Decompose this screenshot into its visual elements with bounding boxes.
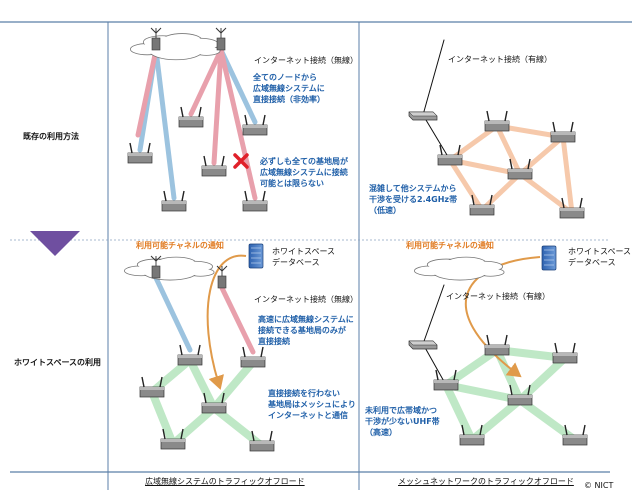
base-station-icon bbox=[161, 190, 187, 212]
mesh-link-slow bbox=[479, 171, 523, 213]
mesh-link-fast bbox=[210, 404, 266, 450]
column-title-right: メッシュネットワークのトラフィックオフロード bbox=[398, 477, 574, 486]
base-station-icon bbox=[178, 106, 204, 128]
wired-link bbox=[422, 284, 445, 345]
database-server-icon bbox=[248, 243, 264, 269]
note-all-nodes-2: 広域無線システムに bbox=[253, 84, 325, 93]
wireless-link bbox=[153, 47, 177, 201]
wireless-link-inefficient bbox=[135, 47, 159, 138]
note-all-nodes-1: 全てのノードから bbox=[253, 73, 317, 82]
antenna-tower-icon bbox=[215, 27, 227, 51]
base-station-icon bbox=[177, 344, 203, 366]
base-station-icon bbox=[240, 346, 266, 368]
note-congested-3: （低速） bbox=[369, 206, 401, 215]
down-arrow-icon bbox=[30, 231, 80, 256]
base-station-icon bbox=[160, 428, 186, 450]
mesh-link-fast bbox=[148, 388, 177, 448]
note-fast-2: 接続できる基地局のみが bbox=[258, 326, 346, 335]
note-fast-3: 直接接続 bbox=[258, 337, 290, 346]
wireless-link bbox=[153, 275, 193, 353]
note-not-all-3: 可能とは限らない bbox=[260, 179, 324, 188]
router-icon bbox=[408, 340, 438, 350]
label-internet-wired-bottom: インターネット接続（有線） bbox=[446, 292, 550, 301]
cross-icon bbox=[233, 153, 249, 169]
label-internet-wireless-bottom: インターネット接続（無線） bbox=[254, 295, 358, 304]
wired-link bbox=[422, 39, 445, 116]
base-station-icon bbox=[552, 342, 578, 364]
cloud-icon bbox=[123, 256, 215, 281]
note-congested-1: 混雑して他システムから bbox=[369, 184, 457, 193]
label-ws-db-left-2: データベース bbox=[272, 258, 320, 267]
label-ws-db-right-2: データベース bbox=[568, 258, 616, 267]
label-internet-wireless-top: インターネット接続（無線） bbox=[254, 56, 358, 65]
router-icon bbox=[408, 111, 438, 121]
antenna-tower-icon bbox=[216, 265, 228, 289]
note-not-all-2: 広域無線システムに接続 bbox=[260, 168, 348, 177]
cloud-icon bbox=[129, 33, 221, 61]
base-station-icon bbox=[562, 424, 588, 446]
base-station-icon bbox=[507, 158, 533, 180]
note-fast-1: 高速に広域無線システムに bbox=[258, 315, 354, 324]
row-label-existing: 既存の利用方法 bbox=[23, 132, 79, 141]
note-uhf-1: 未利用で広帯域かつ bbox=[365, 406, 437, 415]
note-uhf-2: 干渉が少ないUHF帯 bbox=[365, 417, 440, 426]
wireless-link bbox=[219, 285, 256, 355]
note-congested-2: 干渉を受ける2.4GHz帯 bbox=[369, 195, 458, 204]
cloud-icon bbox=[413, 256, 505, 281]
wired-link bbox=[422, 114, 451, 161]
mesh-link-slow bbox=[517, 134, 566, 177]
note-all-nodes-3: 直接接続（非効率） bbox=[253, 95, 325, 104]
note-indirect-1: 直接接続を行わない bbox=[268, 389, 340, 398]
wireless-link-inefficient bbox=[218, 47, 258, 201]
base-station-icon bbox=[201, 155, 227, 177]
base-station-icon bbox=[249, 430, 275, 452]
mesh-link-fast bbox=[186, 356, 218, 412]
note-not-all-1: 必ずしも全ての基地局が bbox=[260, 157, 348, 166]
copyright: © NICT bbox=[584, 481, 614, 490]
base-station-icon bbox=[507, 384, 533, 406]
wireless-link-inefficient bbox=[188, 47, 224, 117]
base-station-icon bbox=[559, 197, 585, 219]
mesh-link-fast bbox=[169, 404, 218, 448]
label-channel-notice-right: 利用可能チャネルの通知 bbox=[406, 241, 494, 250]
mesh-link-slow bbox=[494, 123, 523, 177]
mesh-link-fast bbox=[442, 381, 476, 444]
base-station-icon bbox=[433, 369, 459, 391]
mesh-link-slow bbox=[560, 134, 575, 216]
mesh-link-fast bbox=[516, 396, 579, 444]
base-station-icon bbox=[550, 121, 576, 143]
column-title-left: 広域無線システムのトラフィックオフロード bbox=[145, 477, 305, 486]
label-ws-db-left-1: ホワイトスペース bbox=[272, 247, 336, 256]
base-station-icon bbox=[139, 376, 165, 398]
note-indirect-3: インターネットと通信 bbox=[268, 411, 348, 420]
antenna-tower-icon bbox=[150, 27, 162, 51]
mesh-link-fast bbox=[516, 354, 569, 404]
mesh-link-slow bbox=[447, 157, 485, 213]
note-indirect-2: 基地局はメッシュにより bbox=[268, 400, 356, 409]
base-station-icon bbox=[484, 110, 510, 132]
channel-notice-arrow bbox=[206, 254, 247, 390]
base-station-icon bbox=[127, 142, 153, 164]
note-uhf-3: （高速） bbox=[365, 428, 397, 437]
base-station-icon bbox=[242, 190, 268, 212]
database-server-icon bbox=[541, 245, 557, 271]
label-internet-wired-top: インターネット接続（有線） bbox=[448, 55, 552, 64]
wireless-link bbox=[218, 47, 258, 125]
base-station-icon bbox=[469, 194, 495, 216]
wired-link bbox=[422, 343, 447, 386]
antenna-tower-icon bbox=[150, 255, 162, 279]
base-station-icon bbox=[201, 392, 227, 414]
label-channel-notice-left: 利用可能チャネルの通知 bbox=[136, 241, 224, 250]
base-station-icon bbox=[242, 114, 268, 136]
wireless-link-inefficient bbox=[211, 47, 224, 166]
mesh-link-fast bbox=[210, 358, 257, 412]
base-station-icon bbox=[484, 334, 510, 356]
mesh-link-fast bbox=[468, 396, 524, 444]
label-ws-db-right-1: ホワイトスペース bbox=[568, 247, 632, 256]
row-label-whitespace: ホワイトスペースの利用 bbox=[14, 358, 102, 367]
base-station-icon bbox=[437, 144, 463, 166]
base-station-icon bbox=[459, 424, 485, 446]
